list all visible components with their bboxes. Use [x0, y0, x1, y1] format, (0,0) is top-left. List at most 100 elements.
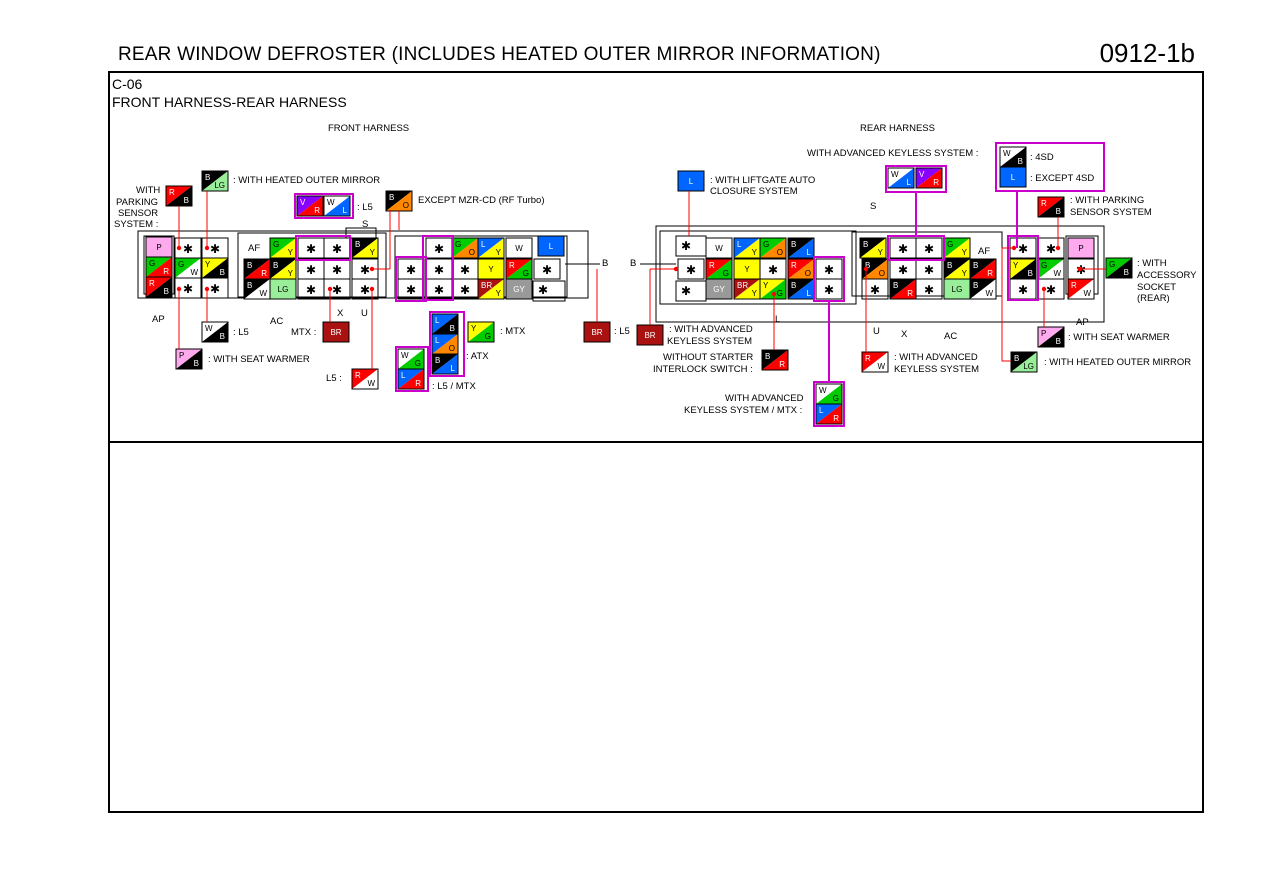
wire-code-primary: R [355, 371, 361, 380]
rear-4sd-note-highlight [995, 142, 1105, 192]
wire-code-stripe: LG [1023, 362, 1034, 371]
note-text: SENSOR SYSTEM [1070, 207, 1152, 218]
wire-code-stripe: G [523, 269, 529, 278]
wire-code-primary: V [300, 198, 306, 207]
rear-4sd-highlight [1007, 235, 1039, 301]
junction-dot [771, 291, 777, 297]
front-s-mark: S [362, 219, 368, 230]
rear-ap-mark: AP [1076, 317, 1089, 328]
wire-code-primary: Y [1013, 261, 1019, 270]
optional-terminal-mark: ✱ [1046, 242, 1056, 256]
wire-color-stripe [432, 314, 458, 334]
wire-color-solid [506, 279, 532, 299]
wire-color-stripe [244, 259, 270, 279]
junction-dot [369, 286, 375, 292]
optional-terminal-mark: ✱ [306, 283, 316, 297]
wire-code-primary: G [455, 240, 461, 249]
rear-left-block [659, 230, 857, 305]
wire-code-primary: B [973, 281, 978, 290]
wire-code-stripe: R [314, 206, 320, 215]
terminal-cell [1067, 237, 1095, 259]
wire-code-primary: BR [481, 281, 492, 290]
wire-color-stripe [944, 238, 970, 258]
wire-color-stripe [146, 277, 172, 297]
wire-code-primary: R [1041, 199, 1047, 208]
wire-code-stripe: Y [288, 248, 294, 257]
wire-color-solid [323, 322, 349, 342]
wire-code-primary: L [435, 316, 440, 325]
rear-b-mark: B [630, 258, 636, 269]
terminal-cell [477, 237, 505, 259]
optional-terminal-mark: ✱ [824, 283, 834, 297]
terminal-cell [1037, 196, 1065, 218]
connector-id: C-06 [112, 76, 143, 92]
wire-code-primary: W [401, 351, 409, 360]
wire-code-primary: W [327, 198, 335, 207]
optional-terminal-mark: ✱ [210, 282, 220, 296]
note-text: CLOSURE SYSTEM [710, 186, 798, 197]
junction-dot [1011, 245, 1017, 251]
note-text: : WITH ADVANCED [669, 324, 753, 335]
wire-code-stripe: O [449, 344, 455, 353]
terminal-cell [999, 166, 1027, 188]
wire-code-primary: B [947, 261, 952, 270]
optional-terminal-mark: ✱ [924, 283, 934, 297]
wire-color-stripe [1068, 279, 1094, 299]
wire-code-primary: G [947, 240, 953, 249]
wire-code-primary: L [737, 240, 742, 249]
wire-color-stripe [862, 259, 888, 279]
front-ap-mark: AP [152, 314, 165, 325]
wire-code-stripe: B [220, 332, 225, 341]
optional-terminal-mark: ✱ [1018, 283, 1028, 297]
page-code: 0912-1b [1099, 38, 1195, 68]
optional-terminal-mark: ✱ [460, 283, 470, 297]
wire-code-primary: B [893, 281, 898, 290]
note-text: (REAR) [1137, 293, 1170, 304]
wire-code-stripe: Y [496, 248, 502, 257]
wire-code-primary: G [763, 240, 769, 249]
front-x-mark: X [337, 308, 344, 319]
wire-code-stripe: Y [496, 289, 502, 298]
wire-code: L [689, 177, 694, 186]
front-harness-label: FRONT HARNESS [328, 123, 409, 134]
wire-code-stripe: R [933, 178, 939, 187]
note-text: PARKING [116, 197, 158, 208]
note-text: : WITH [1137, 258, 1167, 269]
optional-terminal-mark: ✱ [824, 263, 834, 277]
wire-color-stripe [760, 238, 786, 258]
wire-code-stripe: W [259, 289, 267, 298]
wire-code-primary: R [149, 279, 155, 288]
junction-dot [1055, 245, 1061, 251]
front-l5-mtx-swatch-highlight [395, 346, 429, 392]
note-text: : WITH ADVANCED [894, 352, 978, 363]
wire-code: Y [744, 265, 750, 274]
terminal-cell [915, 167, 943, 189]
terminal-cell [322, 321, 350, 343]
front-lock-tab [532, 280, 566, 302]
wire-color-solid [538, 236, 564, 256]
terminal-cell [815, 278, 843, 300]
wire-color-stripe [324, 196, 350, 216]
wire-color-stripe [352, 238, 378, 258]
wire-code-stripe: L [907, 178, 912, 187]
wire-color-stripe [788, 279, 814, 299]
terminal-cell [969, 278, 997, 300]
wire-color-stripe [760, 279, 786, 299]
note-text: : 4SD [1030, 152, 1054, 163]
optional-terminal-mark: ✱ [183, 282, 193, 296]
terminal-cell [351, 368, 379, 390]
wire-color-stripe [944, 259, 970, 279]
note-text: : WITH HEATED OUTER MIRROR [1044, 357, 1191, 368]
wire-code-primary: W [1003, 149, 1011, 158]
wire-color-stripe [146, 257, 172, 277]
note-text: : WITH LIFTGATE AUTO [710, 175, 815, 186]
rear-u-mark: U [873, 326, 880, 337]
wire-color-stripe [176, 349, 202, 369]
wire-color-solid [678, 171, 704, 191]
note-text: WITH [136, 185, 160, 196]
junction-dot [673, 266, 679, 272]
wire-code-primary: G [149, 259, 155, 268]
optional-terminal-mark: ✱ [434, 283, 444, 297]
wire-color-stripe [1038, 259, 1064, 279]
terminal-cell [323, 195, 351, 217]
